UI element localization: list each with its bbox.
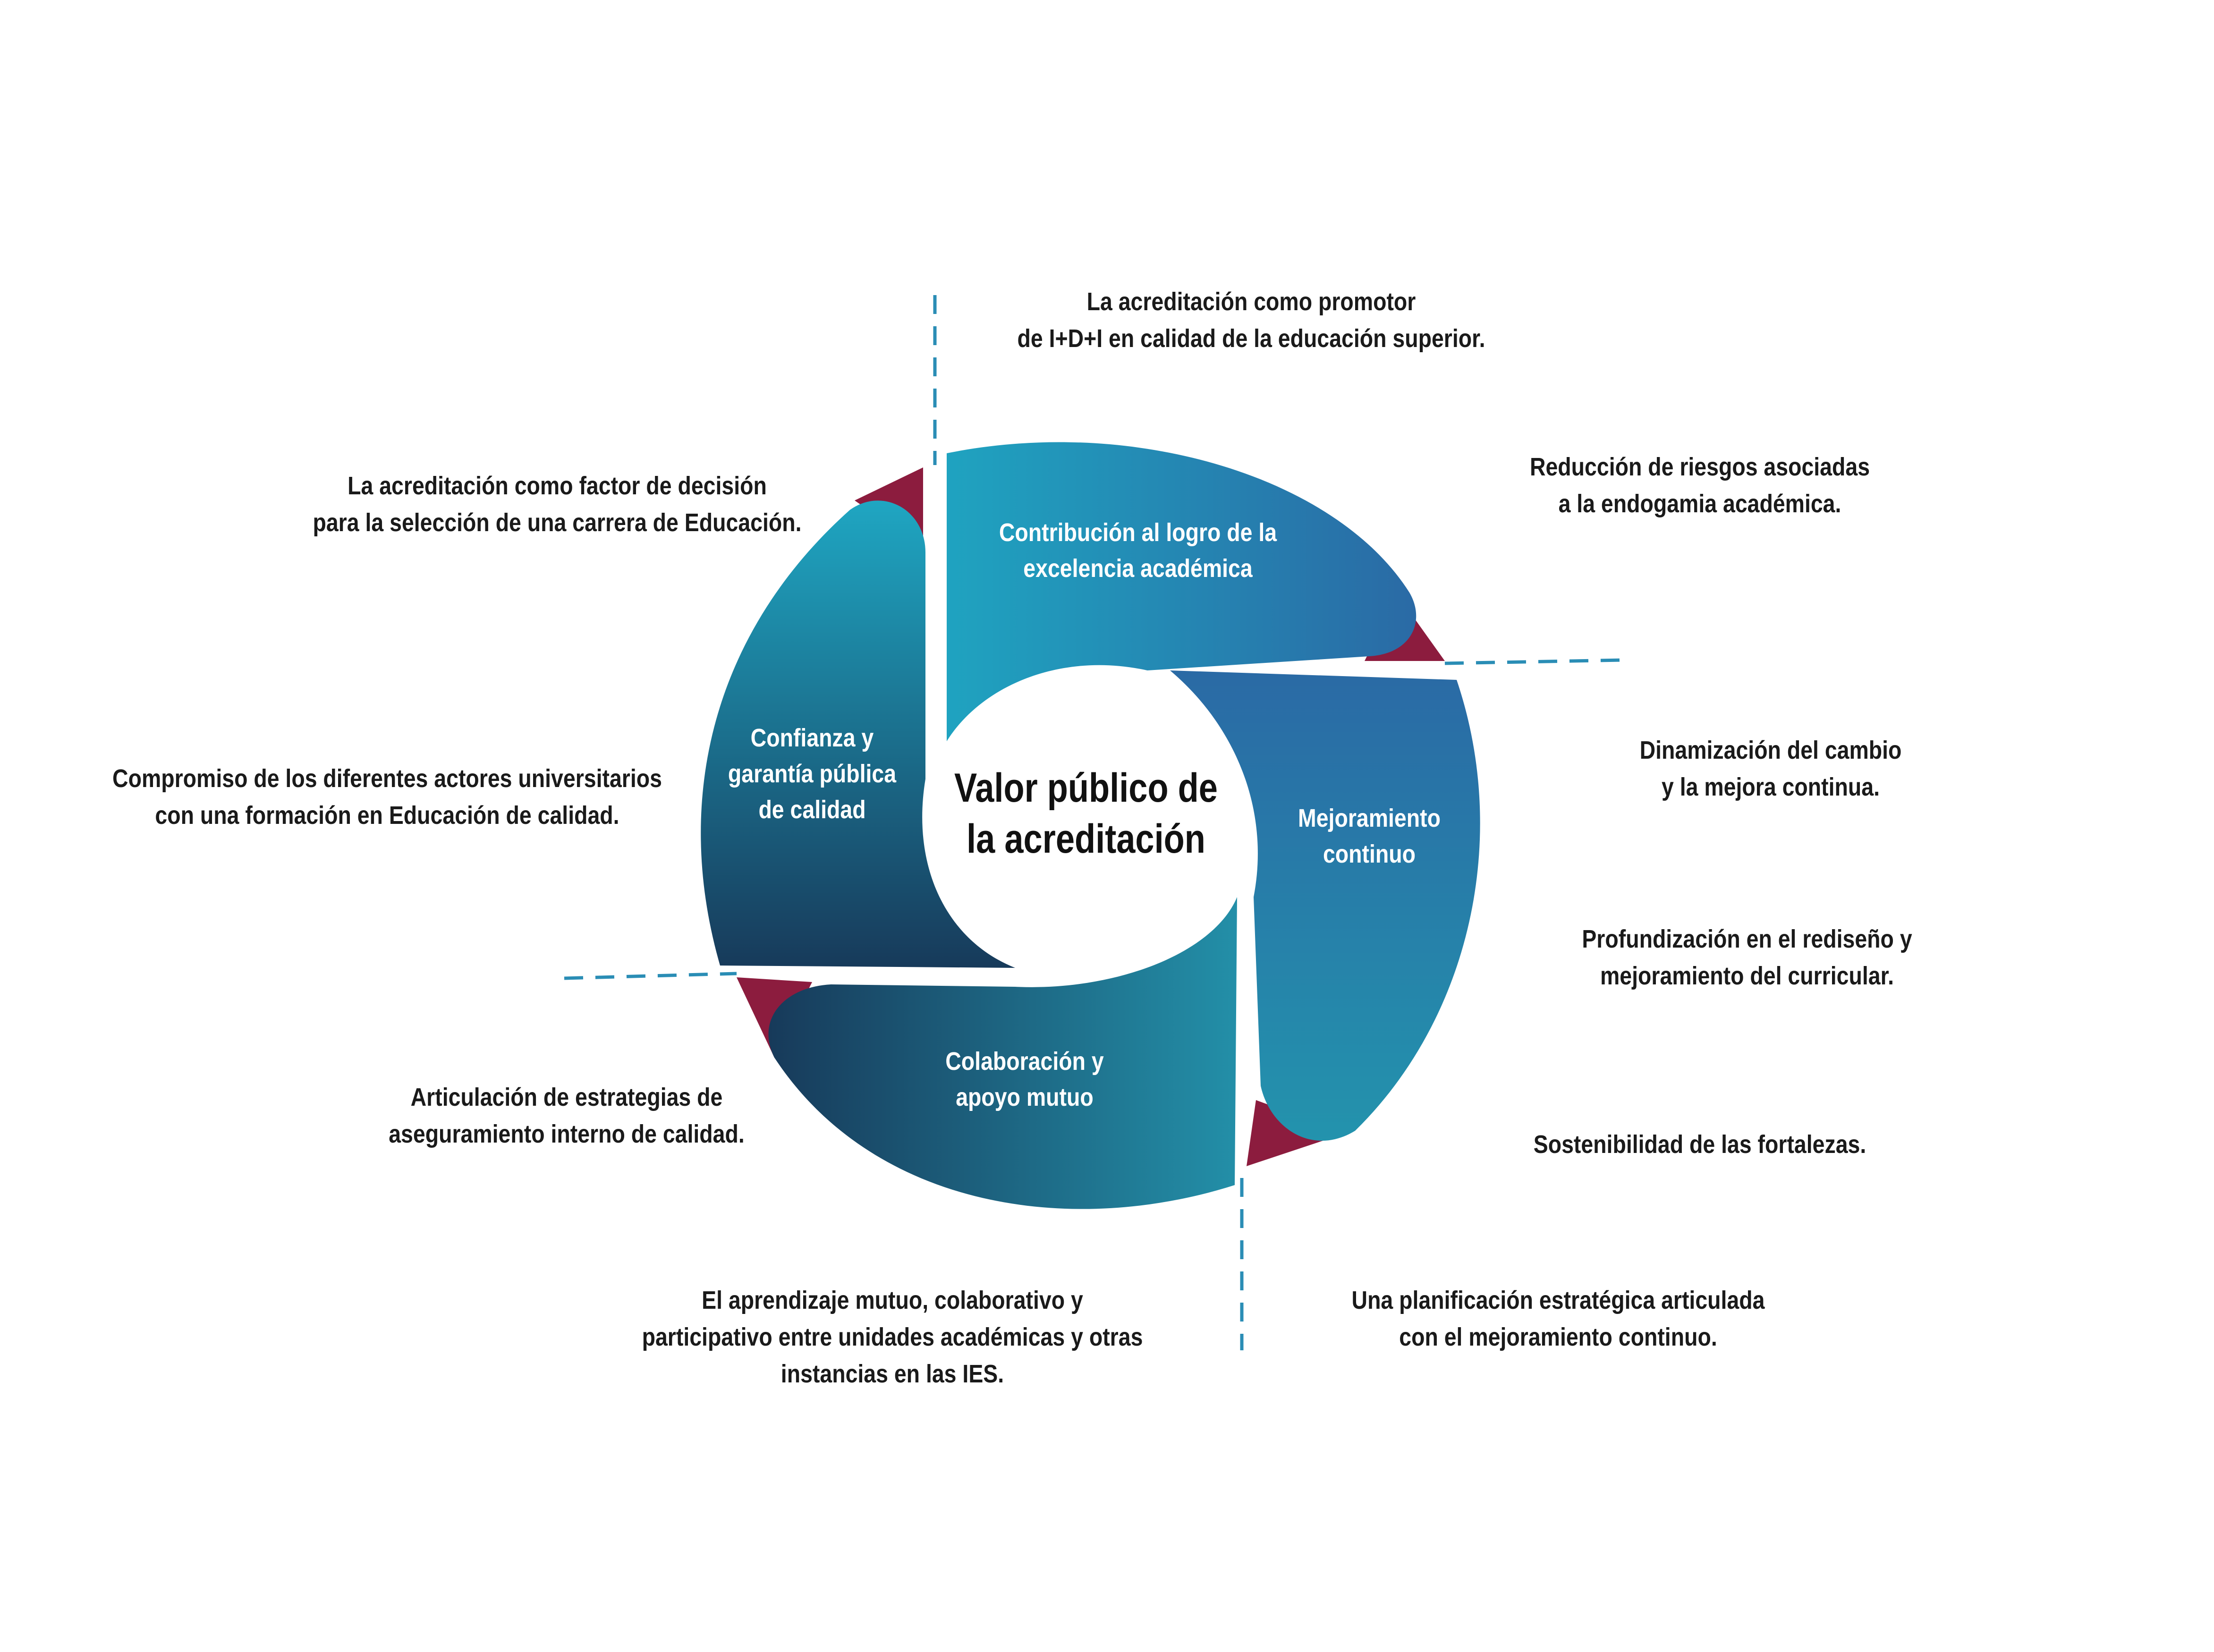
annotation-compromiso-line-2: con una formación en Educación de calida… [155,801,619,830]
segment-label-left-line-1: Confianza y [750,724,874,752]
segment-right [1170,670,1480,1141]
annotation-articulacion-line-1: Articulación de estrategias de [410,1083,723,1111]
annotation-planificacion-line-2: con el mejoramiento continuo. [1399,1323,1717,1351]
dashed-connectors [564,295,1625,1350]
annotation-sostenibilidad-line-1: Sostenibilidad de las fortalezas. [1533,1130,1866,1159]
annotation-riesgos-line-1: Reducción de riesgos asociadas [1529,453,1870,481]
center-title-line-1: Valor público de [954,765,1218,811]
annotation-aprendizaje-line-3: instancias en las IES. [780,1360,1004,1388]
annotation-promotor: La acreditación como promotor de I+D+I e… [995,283,1507,357]
center-title-line-2: la acreditación [967,816,1205,862]
annotation-aprendizaje-line-2: participativo entre unidades académicas … [642,1323,1143,1351]
segment-label-right: Mejoramiento continuo [1268,800,1471,872]
center-title: Valor público de la acreditación [947,762,1225,864]
segment-top [947,442,1417,741]
annotation-factor-decision: La acreditación como factor de decisión … [305,467,809,541]
dash-line-right [1444,658,1625,665]
annotation-riesgos-line-2: a la endogamia académica. [1558,490,1841,518]
annotation-dinamizacion-line-1: Dinamización del cambio [1639,736,1902,764]
annotation-promotor-line-1: La acreditación como promotor [1086,288,1416,316]
segment-label-top-line-1: Contribución al logro de la [999,518,1277,547]
annotation-aprendizaje: El aprendizaje mutuo, colaborativo y par… [636,1282,1148,1392]
segment-left [701,500,1015,968]
annotation-factor-decision-line-2: para la selección de una carrera de Educ… [313,508,802,537]
segment-label-bottom: Colaboración y apoyo mutuo [915,1043,1134,1115]
annotation-dinamizacion: Dinamización del cambio y la mejora cont… [1588,732,1953,805]
annotation-aprendizaje-line-1: El aprendizaje mutuo, colaborativo y [702,1286,1083,1314]
annotation-articulacion: Articulación de estrategias de asegurami… [384,1079,749,1152]
annotation-compromiso-line-1: Compromiso de los diferentes actores uni… [112,764,662,793]
annotation-factor-decision-line-1: La acreditación como factor de decisión [348,472,767,500]
annotation-planificacion-line-1: Una planificación estratégica articulada [1351,1286,1765,1314]
annotation-profundizacion-line-1: Profundización en el rediseño y [1582,925,1912,953]
annotation-compromiso: Compromiso de los diferentes actores uni… [95,760,679,834]
segment-bottom [768,897,1237,1209]
annotation-profundizacion: Profundización en el rediseño y mejorami… [1552,921,1942,994]
annotation-profundizacion-line-2: mejoramiento del curricular. [1600,962,1894,990]
segment-label-top: Contribución al logro de la excelencia a… [955,515,1321,586]
annotation-dinamizacion-line-2: y la mejora continua. [1662,773,1880,801]
dash-line-left [564,972,737,980]
segment-label-bottom-line-2: apoyo mutuo [956,1083,1094,1111]
annotation-riesgos: Reducción de riesgos asociadas a la endo… [1517,449,1883,522]
annotation-articulacion-line-2: aseguramiento interno de calidad. [389,1120,745,1148]
segment-label-top-line-2: excelencia académica [1023,554,1253,583]
segment-label-right-line-1: Mejoramiento [1298,804,1441,832]
segment-label-right-line-2: continuo [1323,840,1416,868]
segment-label-left-line-2: garantía pública [728,760,897,788]
segment-label-left: Confianza y garantía pública de calidad [703,720,922,828]
segment-label-left-line-3: de calidad [758,796,866,824]
segment-label-bottom-line-1: Colaboración y [945,1047,1104,1076]
annotation-sostenibilidad: Sostenibilidad de las fortalezas. [1521,1126,1879,1163]
annotation-planificacion: Una planificación estratégica articulada… [1331,1282,1785,1355]
annotation-promotor-line-2: de I+D+I en calidad de la educación supe… [1017,324,1485,353]
